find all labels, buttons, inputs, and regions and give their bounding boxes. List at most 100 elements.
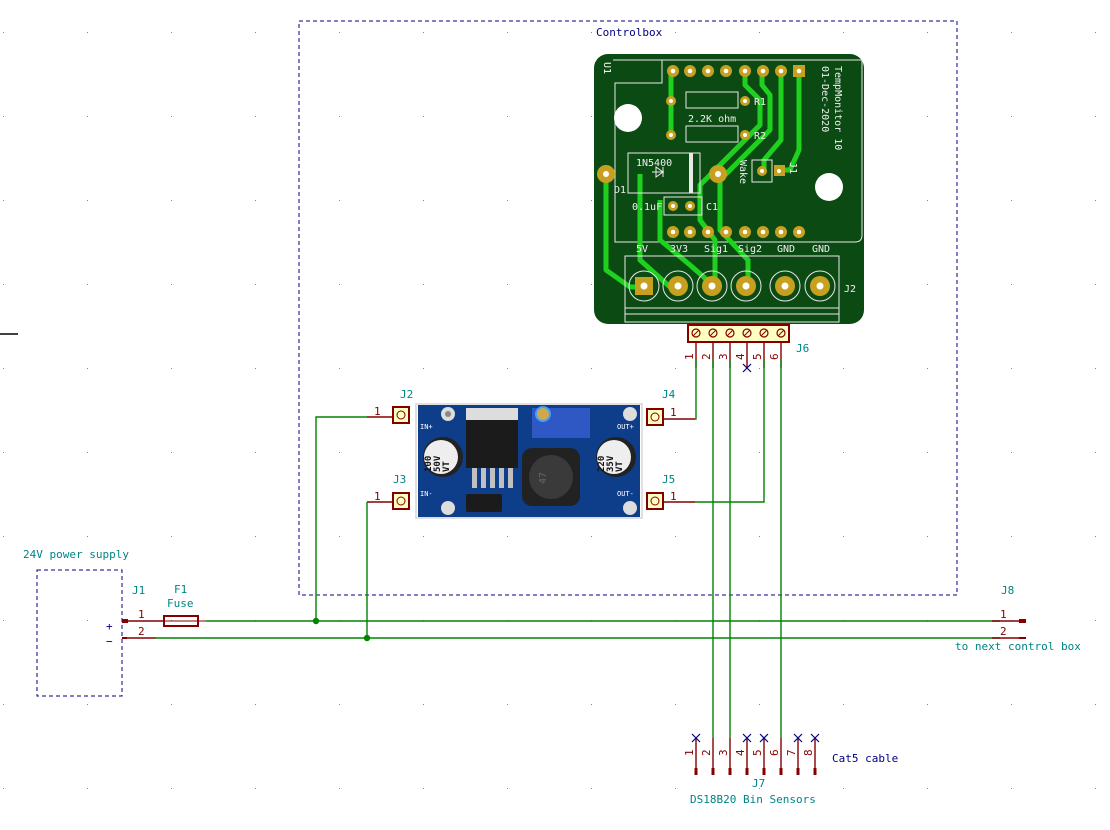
grid-dot [675, 32, 676, 33]
grid-dot [1095, 284, 1096, 285]
grid-dot [171, 200, 172, 201]
capacitor-marking: VT [615, 461, 625, 472]
mount-hole [815, 173, 843, 201]
grid-dot [423, 788, 424, 789]
grid-dot [87, 452, 88, 453]
grid-dot [507, 284, 508, 285]
grid-dot [3, 536, 4, 537]
grid-dot [87, 788, 88, 789]
grid-dot [87, 116, 88, 117]
j7-ref: J7 [752, 777, 765, 790]
grid-dot [675, 452, 676, 453]
grid-dot [171, 116, 172, 117]
grid-dot [843, 32, 844, 33]
grid-dot [3, 368, 4, 369]
grid-dot [507, 200, 508, 201]
j2-pin: 1 [374, 405, 381, 418]
power-supply-block[interactable]: 24V power supply + − [23, 548, 129, 697]
pcb-date: 01-Dec-2020 [819, 66, 830, 132]
r1-outline [685, 91, 739, 109]
j6-pin-number: 4 [734, 353, 747, 360]
grid-dot [843, 452, 844, 453]
j1-connector[interactable]: 1 2 J1 [122, 584, 164, 639]
j4-ref: J4 [662, 388, 676, 401]
j7-pin-number: 8 [802, 749, 815, 756]
grid-dot [591, 536, 592, 537]
grid-dot [255, 704, 256, 705]
grid-dot [591, 788, 592, 789]
pcb-board[interactable]: R1 R2 2.2K ohm 1N5400 D1 0.1uF C1 Wake J… [594, 54, 864, 324]
j3-pin: 1 [374, 490, 381, 503]
j3-connector[interactable]: 1 J3 [367, 473, 410, 510]
grid-dot [759, 452, 760, 453]
grid-dot [507, 536, 508, 537]
grid-dot [759, 536, 760, 537]
capacitor-marking: 35V [606, 455, 616, 472]
grid-dot [507, 32, 508, 33]
grid-dot [255, 284, 256, 285]
no-connect-icon [742, 733, 752, 743]
grid-dot [423, 368, 424, 369]
f1-value: Fuse [167, 597, 194, 610]
in-minus-label: IN- [420, 490, 433, 498]
j7-note: Cat5 cable [832, 752, 898, 765]
grid-dot [591, 200, 592, 201]
wire-j4-j6[interactable] [695, 360, 697, 420]
screw-icon [742, 328, 752, 338]
r1-ref: R1 [754, 97, 766, 108]
j4-connector[interactable]: 1 J4 [646, 388, 695, 426]
controlbox-label: Controlbox [596, 26, 663, 39]
grid-dot [1011, 704, 1012, 705]
no-connect-icon [742, 363, 752, 373]
grid-dot [3, 452, 4, 453]
grid-dot [927, 284, 928, 285]
wire-j5-j6[interactable] [695, 360, 765, 503]
grid-dot [423, 704, 424, 705]
out-minus-label: OUT- [617, 490, 634, 498]
terminal-ref: J2 [844, 284, 856, 295]
j5-connector[interactable]: 1 J5 [646, 473, 695, 510]
j1-pin-1: 1 [138, 608, 145, 621]
grid-dot [423, 200, 424, 201]
grid-dot [3, 704, 4, 705]
f1-fuse[interactable]: F1 Fuse [163, 583, 206, 627]
grid-dot [3, 788, 4, 789]
screw-icon [708, 328, 718, 338]
grid-dot [1011, 788, 1012, 789]
grid-dot [507, 368, 508, 369]
j6-pin-number: 1 [683, 353, 696, 360]
grid-dot [1095, 368, 1096, 369]
grid-dot [591, 116, 592, 117]
screw-icon [759, 328, 769, 338]
j8-connector[interactable]: 1 2 J8 to next control box [955, 584, 1081, 653]
wire-j2-vin[interactable] [315, 416, 367, 621]
grid-dot [843, 704, 844, 705]
grid-dot [339, 32, 340, 33]
j7-pin-number: 2 [700, 749, 713, 756]
j7-value: DS18B20 Bin Sensors [690, 793, 816, 806]
controlbox-frame[interactable] [298, 20, 958, 596]
j8-note: to next control box [955, 640, 1081, 653]
grid-dot [927, 452, 928, 453]
terminal-label: 5V [636, 244, 648, 255]
grid-dot [1095, 116, 1096, 117]
grid-dot [3, 200, 4, 201]
grid-dot [171, 788, 172, 789]
grid-dot [759, 788, 760, 789]
j6-pin-number: 6 [768, 353, 781, 360]
grid-dot [1095, 452, 1096, 453]
d1-outline [627, 152, 701, 194]
grid-dot [927, 536, 928, 537]
j1-ref: J1 [132, 584, 145, 597]
no-connect-icon [759, 733, 769, 743]
no-connect-icon [793, 733, 803, 743]
grid-dot [339, 116, 340, 117]
j4-pin: 1 [670, 406, 677, 419]
j2-connector[interactable]: 1 J2 [367, 388, 413, 424]
grid-dot [927, 788, 928, 789]
grid-dot [255, 452, 256, 453]
